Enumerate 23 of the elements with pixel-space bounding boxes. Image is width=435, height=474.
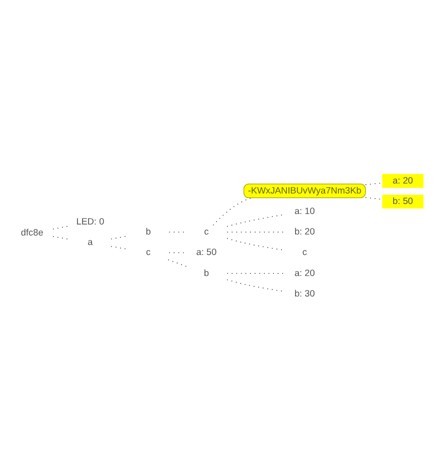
node-text: b xyxy=(146,226,151,236)
node-box: -KWxJANIBUvWya7Nm3Kb xyxy=(243,183,366,198)
node-text: b: 30 xyxy=(294,288,315,298)
node-text: a xyxy=(88,236,93,247)
node-text: a: 20 xyxy=(294,267,315,278)
node-text: a: 10 xyxy=(294,205,315,216)
node-box: a: 20 xyxy=(382,174,424,188)
connector xyxy=(226,238,284,250)
node-box: b: 50 xyxy=(382,194,424,208)
node-text: b xyxy=(204,267,209,278)
node-text: a: 50 xyxy=(196,246,217,257)
connector xyxy=(212,196,252,226)
node-text: b: 20 xyxy=(294,226,315,236)
connector xyxy=(226,214,284,226)
node-text: LED: 0 xyxy=(76,216,104,226)
connector xyxy=(168,258,188,266)
node-text: c xyxy=(302,246,307,257)
connector xyxy=(226,278,284,292)
connector xyxy=(365,196,383,200)
connector xyxy=(365,182,383,185)
node-text: c xyxy=(146,246,151,257)
node-text: dfc8e xyxy=(20,226,44,237)
node-text: c xyxy=(204,226,209,236)
